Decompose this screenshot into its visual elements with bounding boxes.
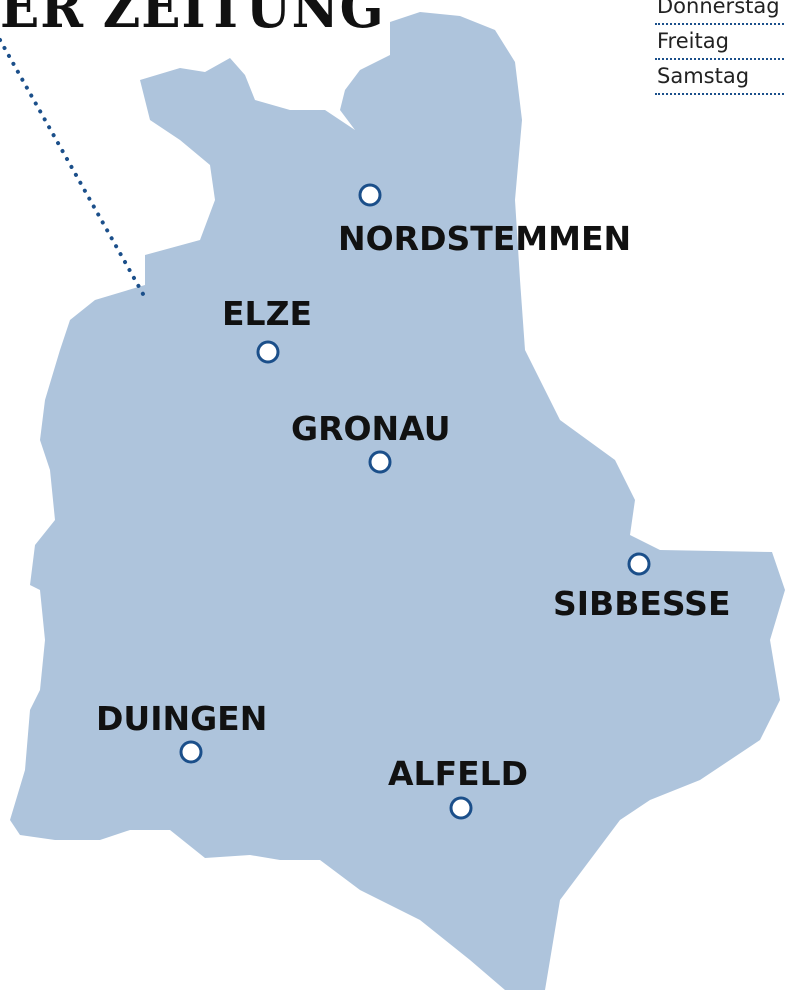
town-label-sibbesse: SIBBESSE	[553, 584, 731, 623]
town-marker	[358, 183, 382, 207]
town-label-duingen: DUINGEN	[96, 699, 267, 738]
town-gronau: GRONAU	[291, 409, 451, 474]
weekday-list: Donnerstag Freitag Samstag	[655, 0, 785, 95]
town-marker	[368, 450, 392, 474]
town-marker	[449, 796, 473, 820]
weekday-item: Donnerstag	[655, 0, 785, 25]
weekday-item: Samstag	[655, 60, 785, 95]
town-label-elze: ELZE	[222, 294, 312, 333]
town-duingen: DUINGEN	[96, 699, 267, 764]
town-label-gronau: GRONAU	[291, 409, 451, 448]
dotted-pointer-line	[0, 38, 145, 296]
town-label-nordstemmen: NORDSTEMMEN	[338, 219, 631, 258]
town-label-alfeld: ALFELD	[388, 754, 528, 793]
town-nordstemmen: NORDSTEMMEN	[338, 183, 631, 258]
weekday-item: Freitag	[655, 25, 785, 60]
town-marker	[627, 552, 651, 576]
town-sibbesse: SIBBESSE	[553, 552, 731, 623]
town-marker	[179, 740, 203, 764]
town-elze: ELZE	[222, 294, 312, 364]
district-area	[10, 12, 785, 990]
town-marker	[256, 340, 280, 364]
newspaper-masthead: ER ZEITUNG	[0, 0, 385, 41]
town-alfeld: ALFELD	[388, 754, 528, 820]
